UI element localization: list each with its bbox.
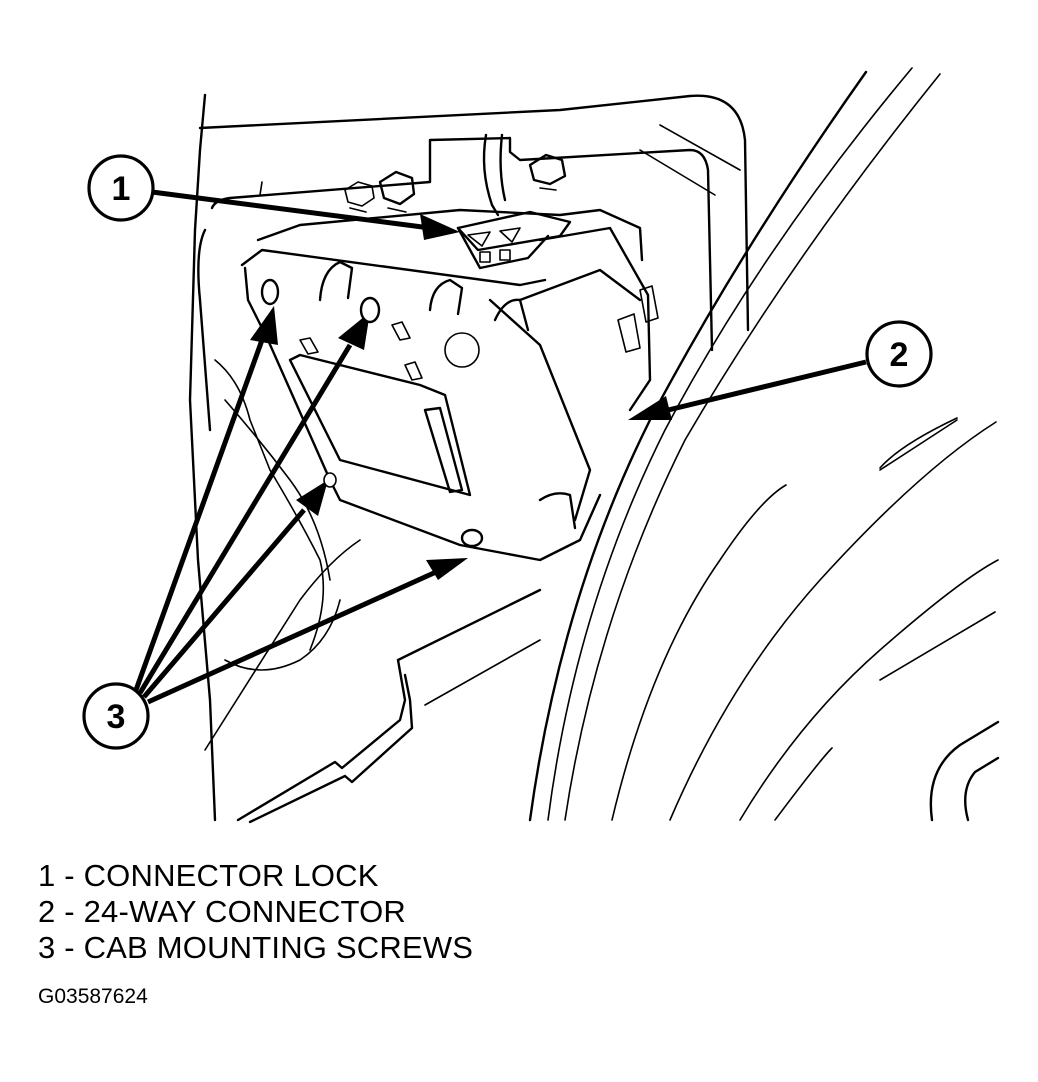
body-control-module [214, 208, 659, 671]
legend-item-24-way-connector: 2 - 24-WAY CONNECTOR [38, 894, 407, 929]
wheel-well-arcs [528, 67, 1000, 822]
screw-icon [359, 296, 381, 324]
figure-id: G03587624 [38, 985, 148, 1008]
arrow-head-icon [628, 396, 672, 420]
module-mounting-illustration: 1 2 3 [82, 67, 1000, 824]
lower-cab-panel [204, 539, 542, 824]
callout-1: 1 [87, 154, 460, 240]
nut-icon [378, 170, 416, 213]
callout-number: 2 [890, 336, 909, 374]
callout-number: 1 [112, 170, 131, 208]
connector-lock [456, 210, 572, 270]
screw-icon [323, 472, 337, 488]
arrow-head-icon [250, 306, 278, 345]
arrow-head-icon [338, 312, 370, 350]
nut-icon [344, 181, 375, 213]
arrow-head-icon [420, 214, 460, 240]
legend-item-connector-lock: 1 - CONNECTOR LOCK [38, 858, 379, 893]
cab-mounting-screws [260, 278, 484, 548]
screw-icon [260, 278, 280, 306]
mounting-nuts [344, 133, 567, 217]
callout-2: 2 [628, 320, 933, 420]
arrow-head-icon [426, 558, 468, 580]
legend: 1 - CONNECTOR LOCK 2 - 24-WAY CONNECTOR … [38, 858, 473, 966]
arrow-head-icon [296, 480, 328, 516]
callout-number: 3 [107, 698, 126, 736]
nut-icon [528, 153, 567, 191]
callout-3: 3 [82, 306, 468, 750]
legend-item-cab-mounting-screws: 3 - CAB MOUNTING SCREWS [38, 930, 474, 965]
screw-icon [460, 528, 484, 548]
